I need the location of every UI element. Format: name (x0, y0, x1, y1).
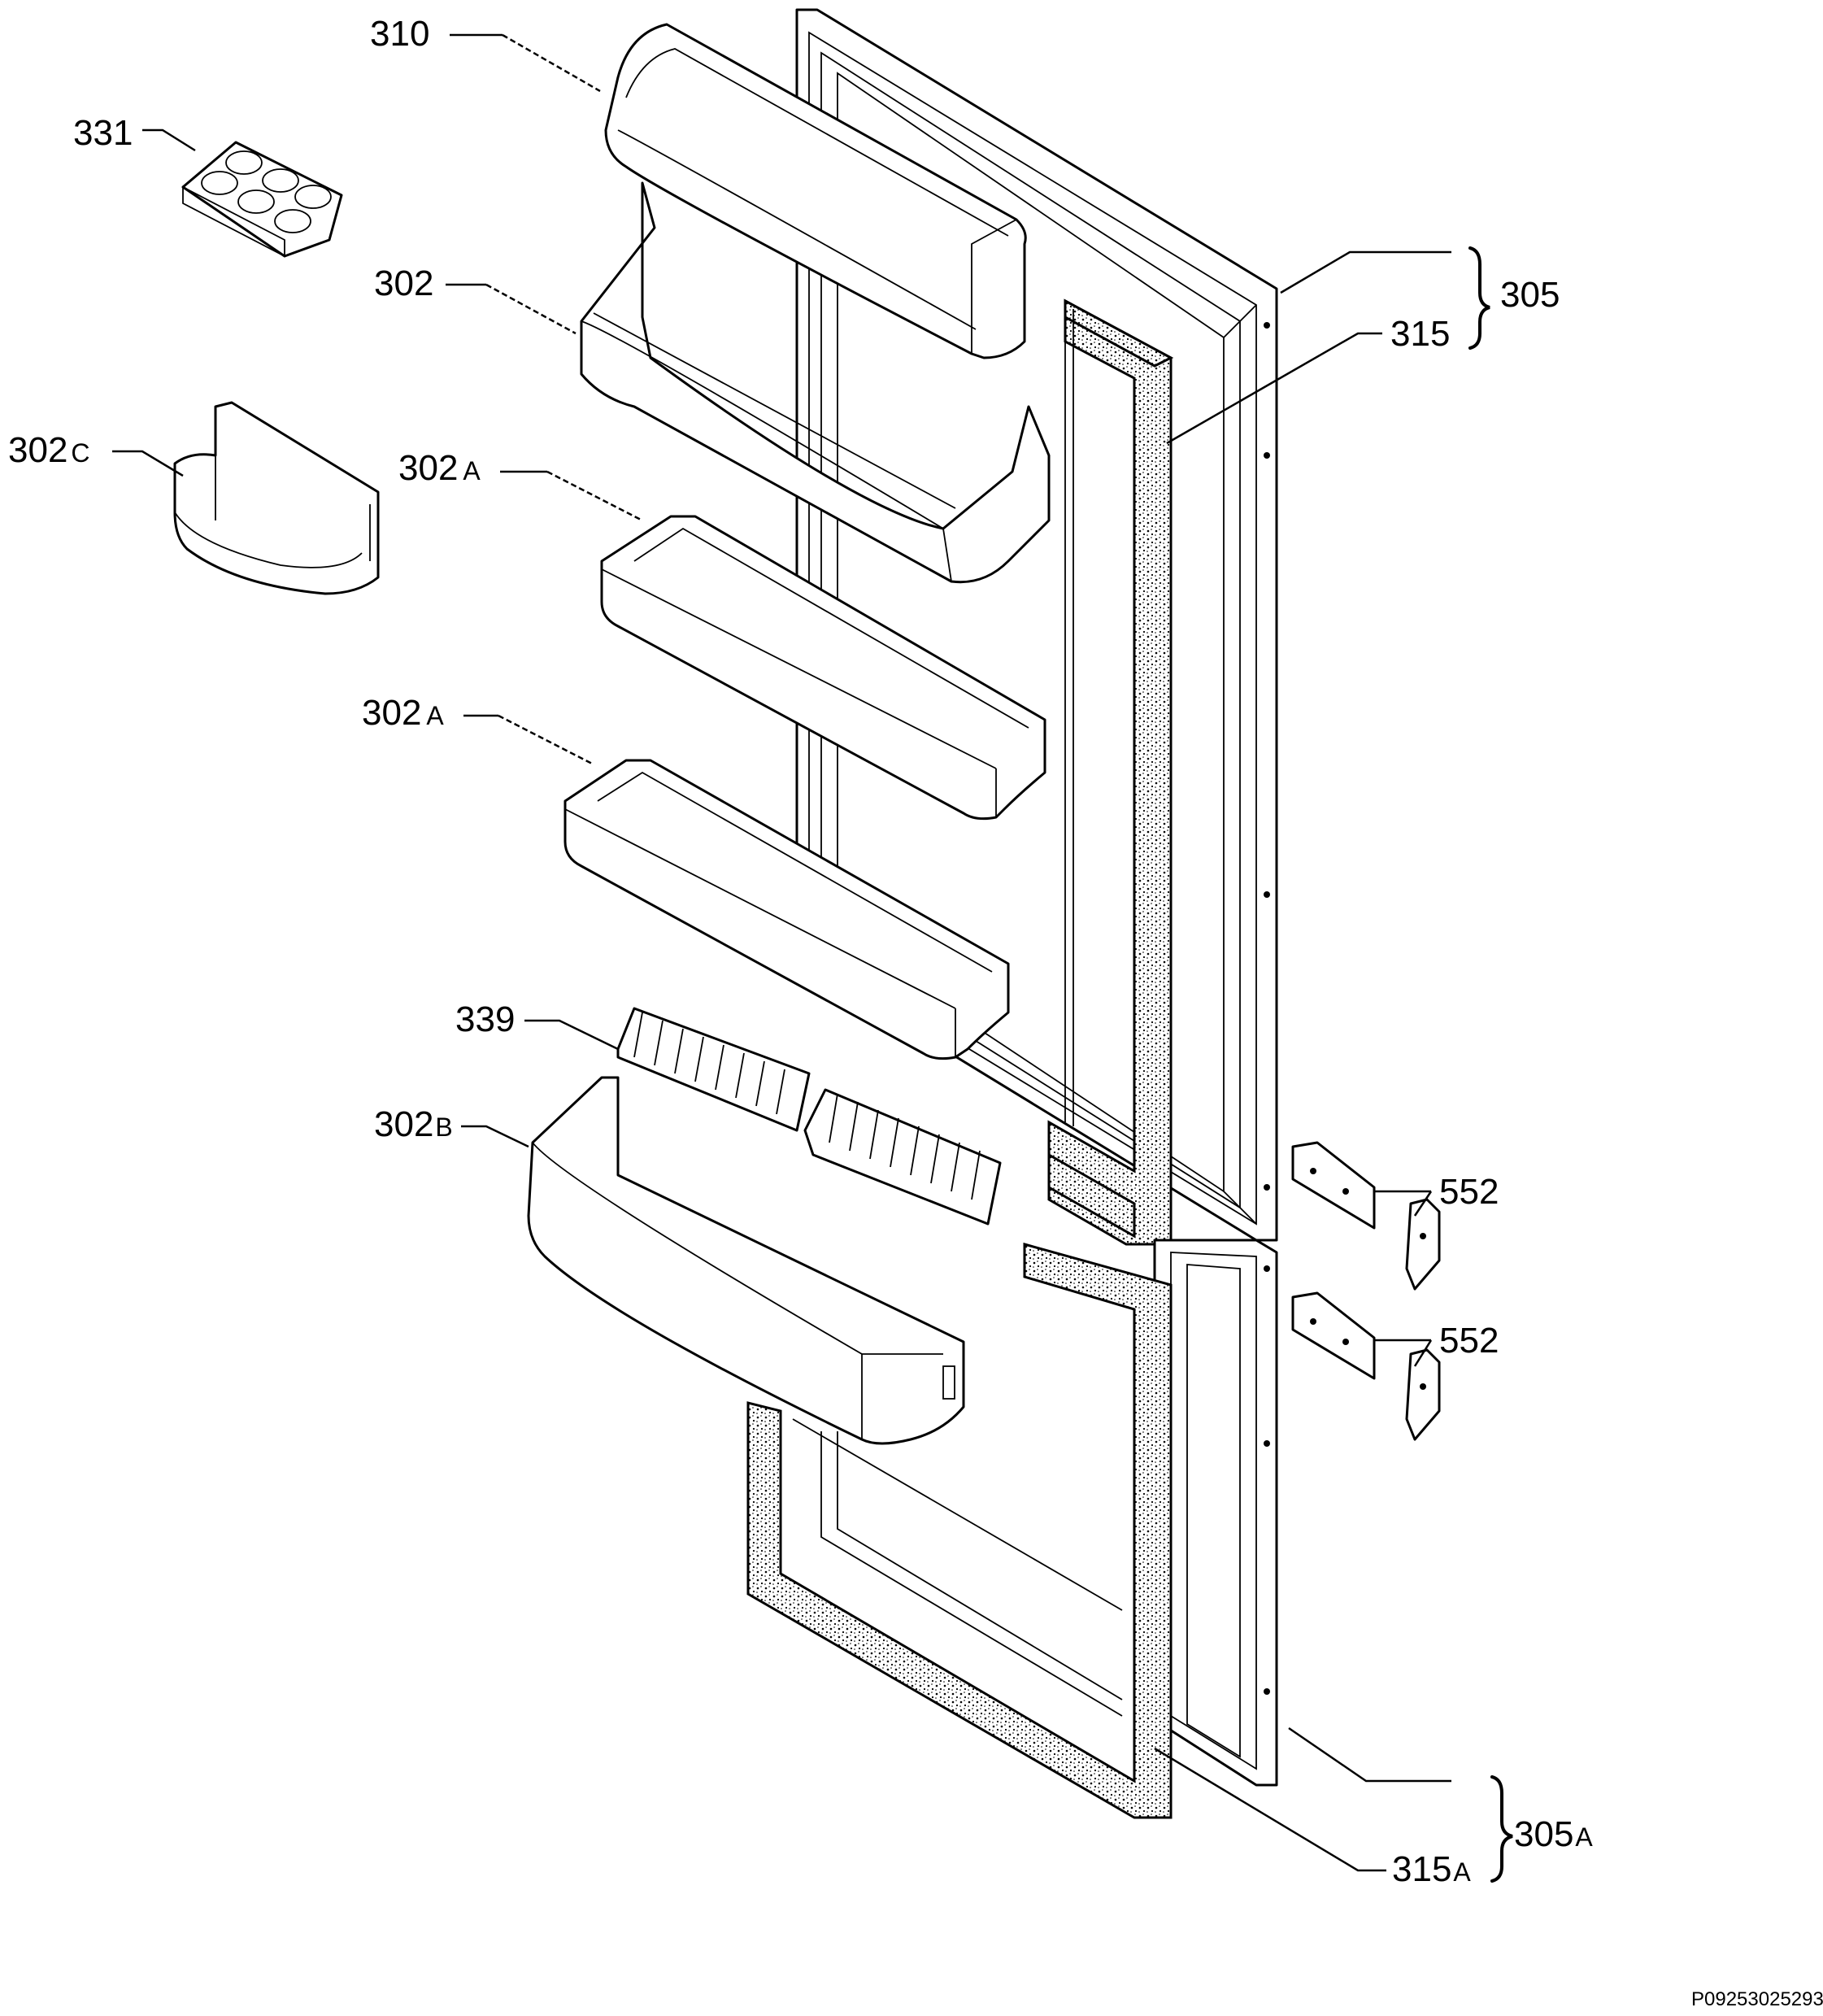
label-339: 339 (455, 999, 515, 1039)
label-315a: 315A (1392, 1849, 1471, 1889)
part-310-lid (604, 23, 1027, 359)
part-302a-shelf-2 (563, 759, 1010, 1060)
label-302: 302 (374, 263, 433, 303)
lower-door-gasket (746, 1243, 1173, 1819)
hinge-holes-upper (1264, 322, 1270, 1191)
part-302b-bin (527, 1076, 965, 1445)
part-339-bottle-holders (616, 1007, 1002, 1226)
label-552-2: 552 (1439, 1321, 1499, 1361)
egg-cups (201, 150, 332, 233)
label-305a: 305A (1514, 1814, 1593, 1854)
label-315: 315 (1390, 314, 1450, 354)
part-302c-bin (173, 401, 380, 595)
label-305: 305 (1500, 275, 1560, 315)
label-552-1: 552 (1439, 1172, 1499, 1212)
part-552-hinge-lower (1291, 1291, 1441, 1441)
label-302b: 302B (374, 1104, 453, 1144)
lower-door-panel (1153, 1239, 1278, 1787)
part-552-hinge-upper (1291, 1141, 1441, 1291)
upper-door-gasket (1047, 298, 1174, 1246)
part-302-shelf (580, 181, 1051, 584)
label-310: 310 (370, 14, 429, 54)
leader-lines (112, 33, 1451, 1872)
drawing-code: P09253025293 (1691, 1988, 1823, 2010)
brace-305 (1468, 246, 1490, 350)
part-302a-shelf-1 (600, 515, 1046, 821)
part-331-egg-tray (181, 141, 343, 258)
bottle-holder-ribs (633, 1012, 981, 1200)
brace-305a (1490, 1775, 1513, 1883)
label-331: 331 (73, 113, 133, 153)
